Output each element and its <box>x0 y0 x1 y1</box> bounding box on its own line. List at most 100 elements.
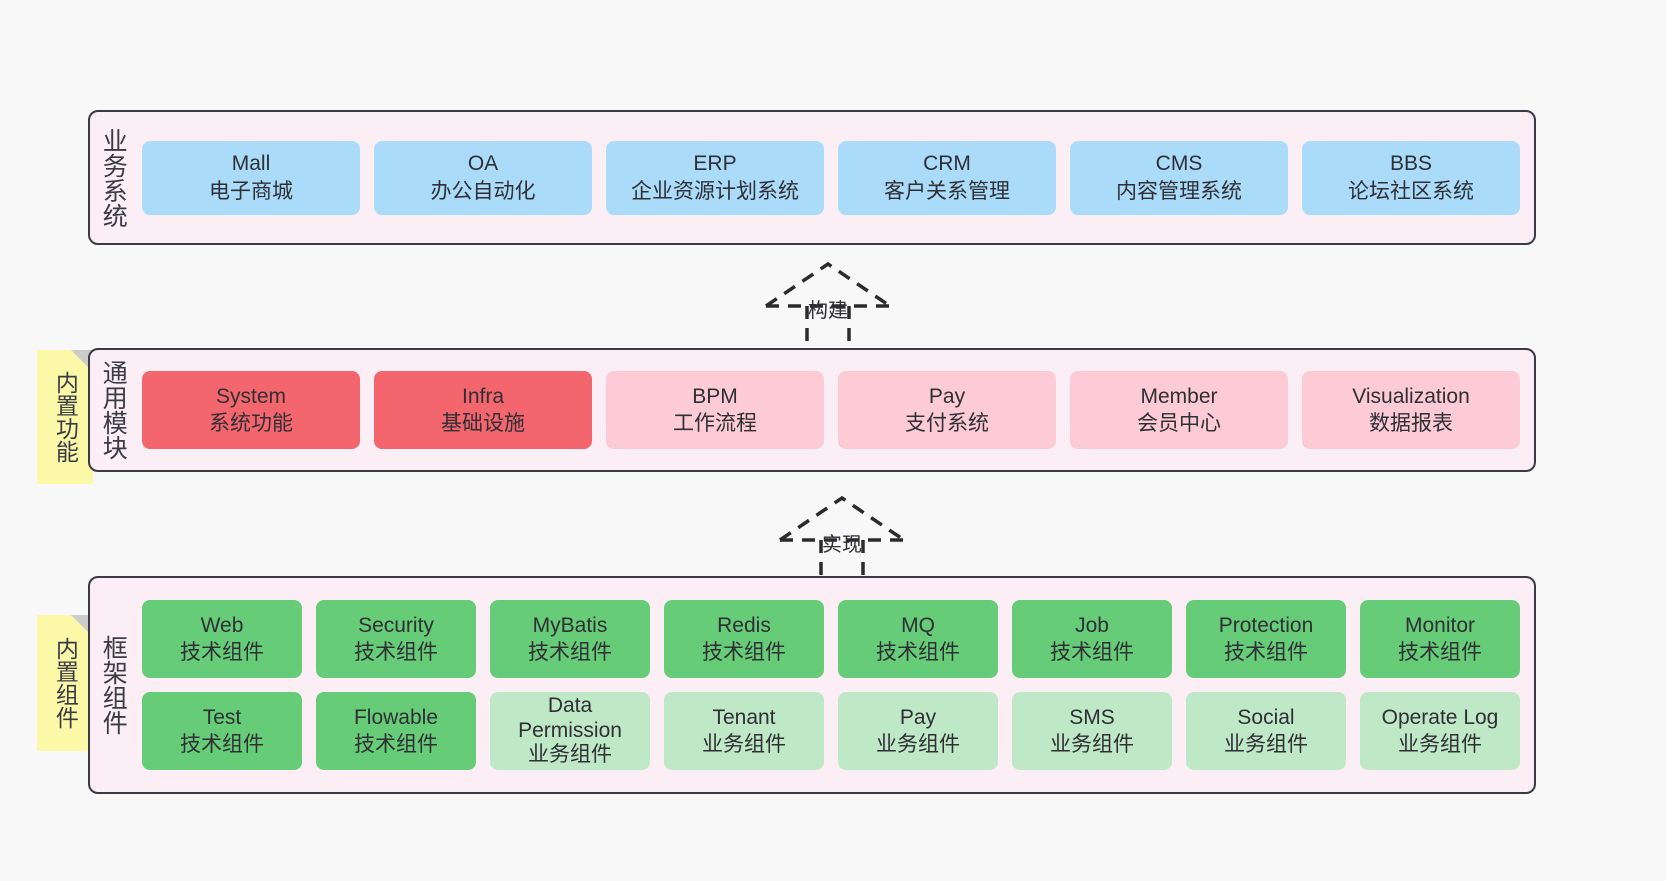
card-subtitle: 技术组件 <box>354 733 438 756</box>
card-subtitle: 业务组件 <box>528 743 612 767</box>
card-title: Social <box>1237 705 1295 729</box>
card-system[interactable]: System 系统功能 <box>142 371 360 449</box>
card-title: Protection <box>1218 613 1314 637</box>
card-title: System <box>215 384 286 408</box>
card-subtitle: 业务组件 <box>876 733 960 756</box>
card-title: OA <box>467 152 499 176</box>
card-protection[interactable]: Protection 技术组件 <box>1186 600 1346 678</box>
layer-body-common: System 系统功能 Infra 基础设施 BPM 工作流程 Pay 支付系统… <box>136 350 1534 470</box>
card-title: Member <box>1140 384 1218 408</box>
card-title: Pay <box>899 705 937 729</box>
card-cms[interactable]: CMS 内容管理系统 <box>1070 140 1288 215</box>
card-subtitle: 技术组件 <box>702 641 786 664</box>
card-mall[interactable]: Mall 电子商城 <box>142 140 360 215</box>
card-title: MQ <box>901 613 935 637</box>
card-sms[interactable]: SMS 业务组件 <box>1012 692 1172 770</box>
card-subtitle: 技术组件 <box>1224 641 1308 664</box>
card-web[interactable]: Web 技术组件 <box>142 600 302 678</box>
card-oa[interactable]: OA 办公自动化 <box>374 140 592 215</box>
sticky-tab-label: 内置组件 <box>52 637 79 729</box>
card-title: Monitor <box>1404 613 1476 637</box>
card-mq[interactable]: MQ 技术组件 <box>838 600 998 678</box>
card-title: CMS <box>1155 152 1203 176</box>
card-operate-log[interactable]: Operate Log 业务组件 <box>1360 692 1520 770</box>
card-data-permission[interactable]: Data Permission 业务组件 <box>490 692 650 770</box>
card-member[interactable]: Member 会员中心 <box>1070 371 1288 449</box>
card-mybatis[interactable]: MyBatis 技术组件 <box>490 600 650 678</box>
sticky-tab-builtin-component: 内置组件 <box>37 615 93 751</box>
card-title: Tenant <box>712 705 776 729</box>
card-erp[interactable]: ERP 企业资源计划系统 <box>606 140 824 215</box>
layer-business-systems: 业务系统 Mall 电子商城 OA 办公自动化 ERP 企业资源计划系统 CRM… <box>88 110 1536 245</box>
folded-corner-icon <box>71 350 93 372</box>
card-title: BBS <box>1389 152 1433 176</box>
card-flowable[interactable]: Flowable 技术组件 <box>316 692 476 770</box>
card-row-technical: Web 技术组件 Security 技术组件 MyBatis 技术组件 Redi… <box>142 600 1520 678</box>
card-redis[interactable]: Redis 技术组件 <box>664 600 824 678</box>
card-infra[interactable]: Infra 基础设施 <box>374 371 592 449</box>
folded-corner-icon <box>71 615 93 637</box>
connector-label-implement: 实现 <box>822 534 862 556</box>
card-row: System 系统功能 Infra 基础设施 BPM 工作流程 Pay 支付系统… <box>142 371 1520 449</box>
card-title: CRM <box>923 152 971 176</box>
connector-label-build: 构建 <box>808 300 848 322</box>
card-crm[interactable]: CRM 客户关系管理 <box>838 140 1056 215</box>
card-title: Visualization <box>1352 384 1470 408</box>
layer-body-framework: Web 技术组件 Security 技术组件 MyBatis 技术组件 Redi… <box>136 578 1534 792</box>
card-subtitle: 数据报表 <box>1369 412 1453 435</box>
connector-build: 构建 <box>758 258 898 348</box>
card-subtitle: 企业资源计划系统 <box>631 179 799 203</box>
card-title: MyBatis <box>532 613 608 637</box>
card-subtitle: 论坛社区系统 <box>1348 179 1474 203</box>
card-title: Pay <box>928 384 966 408</box>
card-subtitle: 业务组件 <box>1050 733 1134 756</box>
layer-label-common: 通用模块 <box>99 360 128 460</box>
card-subtitle: 会员中心 <box>1137 412 1221 435</box>
card-visualization[interactable]: Visualization 数据报表 <box>1302 371 1520 449</box>
card-title: SMS <box>1069 705 1115 729</box>
card-subtitle: 业务组件 <box>1398 733 1482 756</box>
card-title: ERP <box>693 152 737 176</box>
card-title: Operate Log <box>1381 705 1499 729</box>
card-subtitle: 业务组件 <box>1224 733 1308 756</box>
card-title: Flowable <box>353 705 439 729</box>
card-title: Redis <box>717 613 771 637</box>
card-subtitle: 基础设施 <box>441 412 525 435</box>
card-title: BPM <box>692 384 738 408</box>
layer-framework-components: 框架组件 Web 技术组件 Security 技术组件 MyBatis 技术组件… <box>88 576 1536 794</box>
card-bbs[interactable]: BBS 论坛社区系统 <box>1302 140 1520 215</box>
card-test[interactable]: Test 技术组件 <box>142 692 302 770</box>
card-subtitle: 客户关系管理 <box>884 179 1010 203</box>
card-subtitle: 技术组件 <box>180 641 264 664</box>
layer-body-business: Mall 电子商城 OA 办公自动化 ERP 企业资源计划系统 CRM 客户关系… <box>136 112 1534 243</box>
card-subtitle: 技术组件 <box>1398 641 1482 664</box>
layer-common-modules: 通用模块 System 系统功能 Infra 基础设施 BPM 工作流程 Pay… <box>88 348 1536 472</box>
card-bpm[interactable]: BPM 工作流程 <box>606 371 824 449</box>
layer-label-framework: 框架组件 <box>99 635 128 735</box>
card-pay-component[interactable]: Pay 业务组件 <box>838 692 998 770</box>
card-row: Mall 电子商城 OA 办公自动化 ERP 企业资源计划系统 CRM 客户关系… <box>142 140 1520 215</box>
card-subtitle: 业务组件 <box>702 733 786 756</box>
card-pay-module[interactable]: Pay 支付系统 <box>838 371 1056 449</box>
card-social[interactable]: Social 业务组件 <box>1186 692 1346 770</box>
card-subtitle: 系统功能 <box>209 412 293 435</box>
layer-label-business: 业务系统 <box>99 127 128 228</box>
connector-implement: 实现 <box>772 492 912 582</box>
card-job[interactable]: Job 技术组件 <box>1012 600 1172 678</box>
card-title: Job <box>1075 613 1109 637</box>
card-row-business: Test 技术组件 Flowable 技术组件 Data Permission … <box>142 692 1520 770</box>
card-subtitle: 支付系统 <box>905 412 989 435</box>
card-subtitle: 办公自动化 <box>430 179 536 203</box>
card-subtitle: 技术组件 <box>528 641 612 664</box>
card-tenant[interactable]: Tenant 业务组件 <box>664 692 824 770</box>
card-monitor[interactable]: Monitor 技术组件 <box>1360 600 1520 678</box>
card-subtitle: 工作流程 <box>673 412 757 435</box>
card-security[interactable]: Security 技术组件 <box>316 600 476 678</box>
card-subtitle: 内容管理系统 <box>1116 179 1242 203</box>
card-title: Mall <box>231 152 271 176</box>
card-subtitle: 电子商城 <box>209 179 293 203</box>
card-title: Test <box>202 705 242 729</box>
card-subtitle: 技术组件 <box>180 733 264 756</box>
sticky-tab-builtin-function: 内置功能 <box>37 350 93 484</box>
